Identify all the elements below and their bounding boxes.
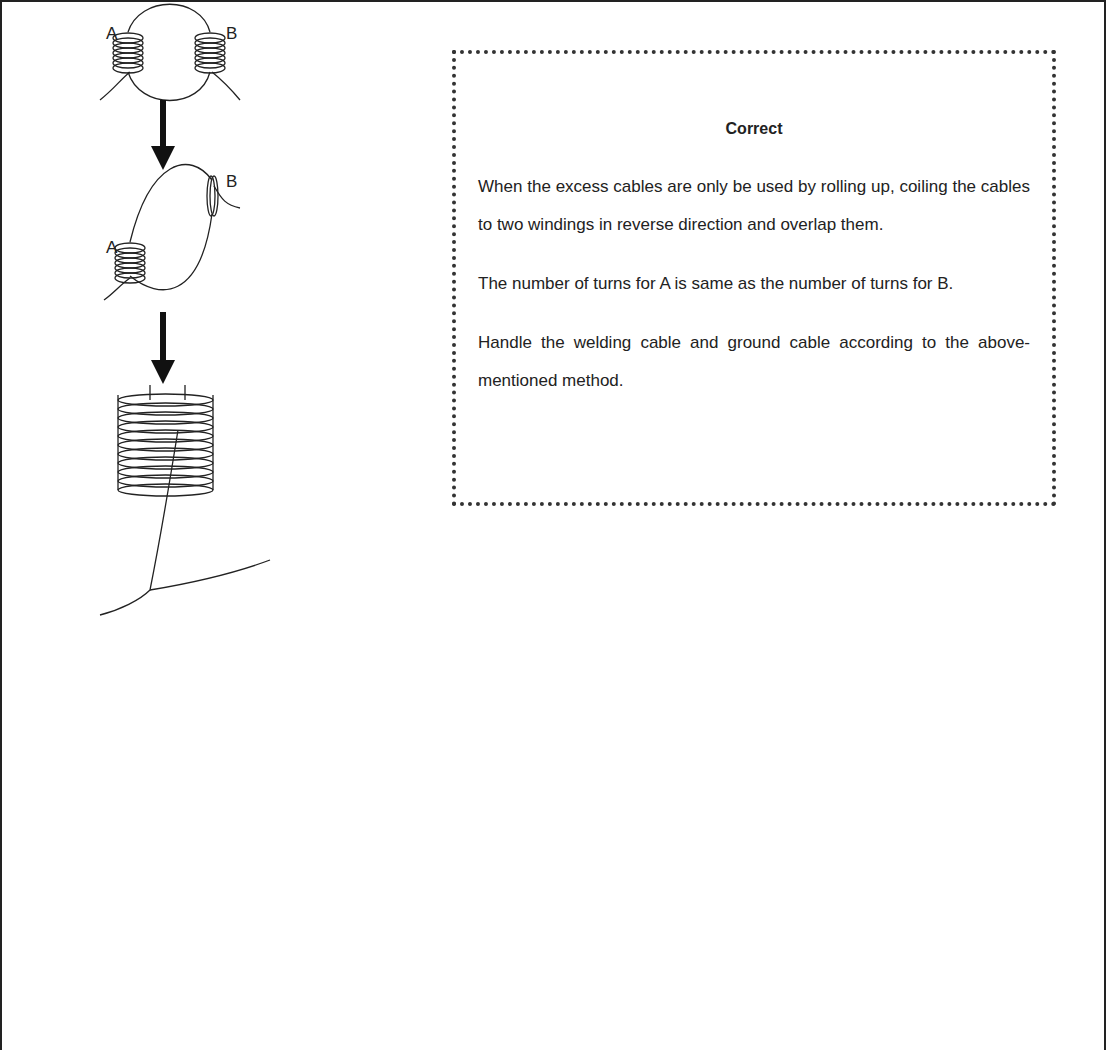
coil-label: A [106, 24, 117, 44]
note-heading: Correct [478, 118, 1030, 140]
note-box: CorrectWhen the excess cables are only b… [452, 50, 1056, 506]
note-paragraph: Handle the welding cable and ground cabl… [478, 324, 1030, 400]
note-paragraph: When the excess cables are only be used … [478, 168, 1030, 244]
coil-label: B [226, 172, 237, 192]
coil-label: A [106, 238, 117, 258]
note-paragraph: The number of turns for A is same as the… [478, 265, 1030, 303]
step-arrow [160, 100, 166, 158]
coil-winding [195, 63, 225, 73]
coil-label: B [226, 24, 237, 44]
coils [100, 4, 270, 615]
coil-winding [115, 273, 145, 283]
step-arrow [160, 312, 166, 372]
coil-winding [113, 63, 143, 73]
coil-winding [118, 484, 213, 496]
